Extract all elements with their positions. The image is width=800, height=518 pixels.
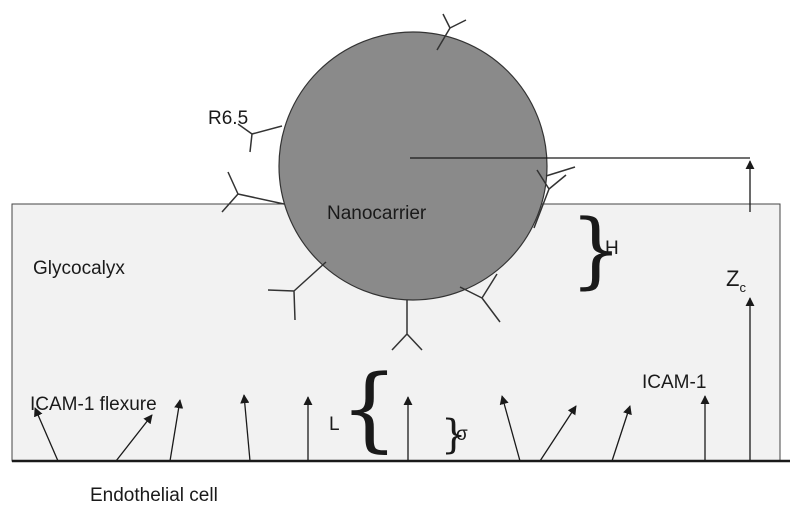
sigma-label: σ [456,424,468,445]
icam1-label: ICAM-1 [642,372,706,393]
antibody-right-stub [545,166,576,177]
icam-arrow-9 [611,405,632,462]
antibody-lower-right [459,273,501,323]
h-brace: } [570,203,622,298]
nanocarrier-label: Nanocarrier [327,203,427,224]
l-brace: { [340,355,399,462]
glycocalyx-label: Glycocalyx [33,258,125,279]
radius-label: R6.5 [208,108,248,129]
antibody-lower-left [267,261,327,321]
zc-main: Z [726,266,739,291]
antibody-upper-left [237,123,283,153]
icam-arrow-2 [115,414,153,462]
sigma-brace: } [441,412,466,458]
l-label: L [329,414,340,435]
icam-flexure-label: ICAM-1 flexure [30,394,157,415]
nanocarrier-sphere [278,31,548,301]
icam-arrow-1 [34,407,59,462]
icam-arrow-3 [169,399,184,462]
icam-receptors [34,394,710,462]
antibody-group [221,13,576,351]
antibody-top [436,13,467,51]
zc-subscript: c [739,280,746,295]
h-label: H [605,238,619,259]
endothelial-cell-label: Endothelial cell [90,485,218,506]
icam-arrow-8 [539,405,577,462]
icam-arrow-4 [240,394,251,462]
antibody-bottom [391,300,423,351]
zc-label: Zc [726,266,746,295]
antibody-left [221,171,285,213]
antibody-right [533,169,567,229]
icam-arrow-7 [499,395,521,462]
